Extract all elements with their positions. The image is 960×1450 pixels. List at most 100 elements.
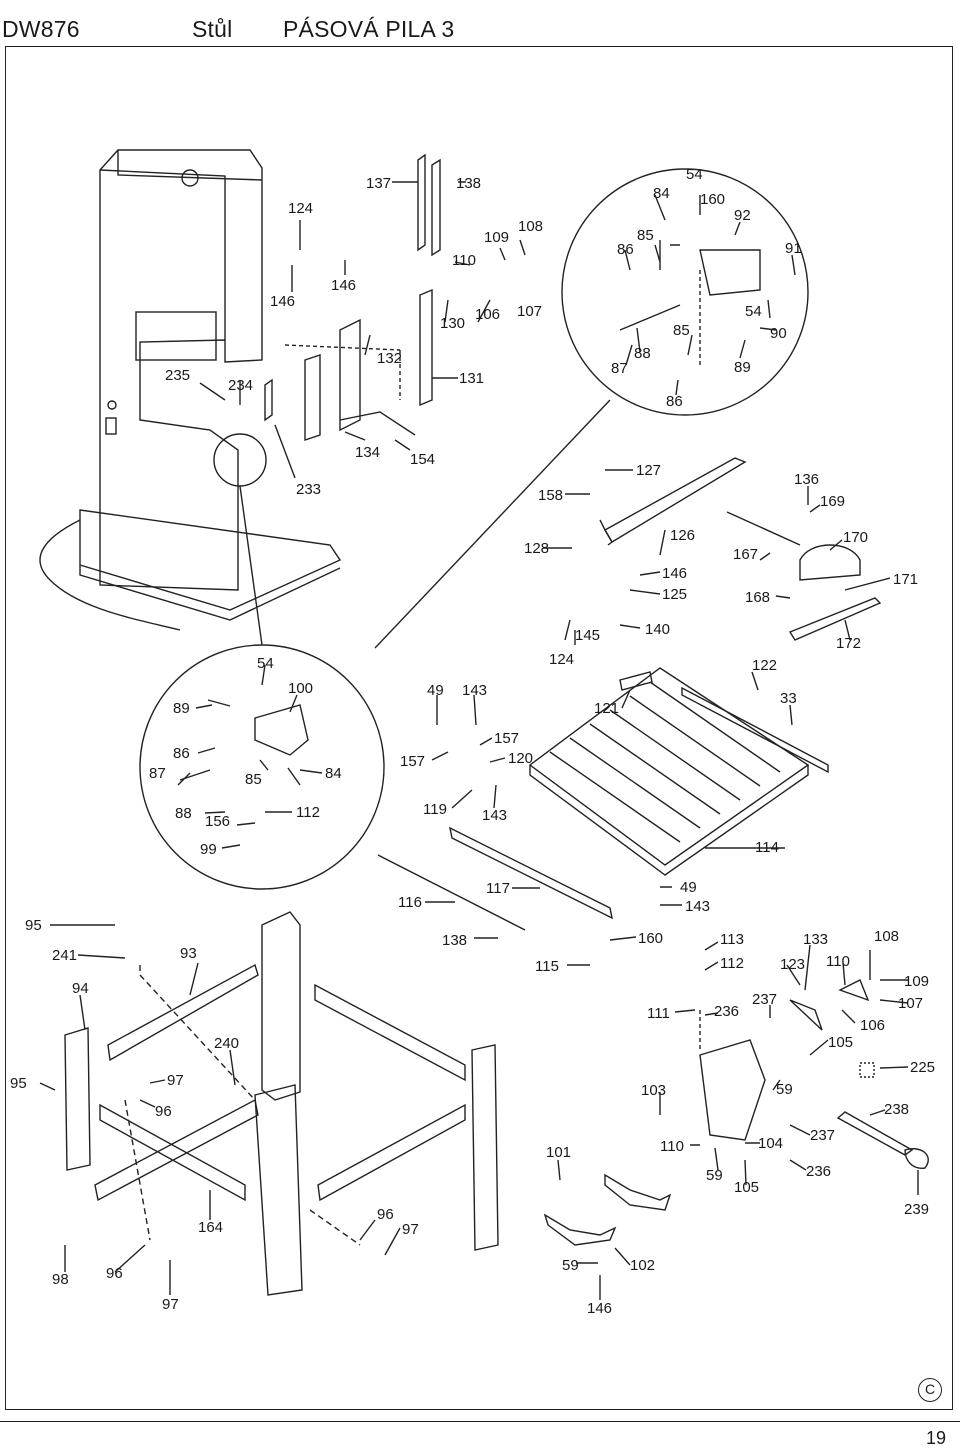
part-label: 109 — [484, 229, 509, 246]
part-label: 131 — [459, 370, 484, 387]
part-label: 127 — [636, 462, 661, 479]
part-label: 113 — [720, 931, 744, 948]
part-label: 102 — [630, 1257, 655, 1274]
part-label: 241 — [52, 947, 77, 964]
part-label: 86 — [617, 241, 634, 258]
footer-rule — [0, 1421, 960, 1422]
part-label: 110 — [826, 953, 850, 970]
part-label: 160 — [700, 191, 725, 208]
part-label: 96 — [106, 1265, 123, 1282]
part-label: 146 — [331, 277, 356, 294]
part-label: 107 — [898, 995, 923, 1012]
part-label: 59 — [562, 1257, 579, 1274]
part-label: 235 — [165, 367, 190, 384]
part-label: 114 — [755, 839, 779, 856]
part-label: 88 — [175, 805, 192, 822]
part-label: 169 — [820, 493, 845, 510]
part-label: 156 — [205, 813, 230, 830]
saw-table-drawing — [528, 667, 829, 876]
part-label: 106 — [860, 1017, 885, 1034]
part-label: 105 — [828, 1034, 853, 1051]
part-label: 87 — [149, 765, 166, 782]
part-label: 54 — [686, 166, 703, 183]
magnify-origin-circle — [213, 433, 267, 487]
part-label: 132 — [377, 350, 402, 367]
part-label: 237 — [752, 991, 777, 1008]
part-label: 130 — [440, 315, 465, 332]
part-label: 84 — [653, 185, 670, 202]
part-label: 157 — [400, 753, 425, 770]
part-label: 88 — [634, 345, 651, 362]
blade-guide-drawing — [264, 153, 441, 441]
part-label: 54 — [745, 303, 762, 320]
part-label: 143 — [462, 682, 487, 699]
part-label: 124 — [549, 651, 574, 668]
part-label: 95 — [25, 917, 42, 934]
part-label: 89 — [173, 700, 190, 717]
part-label: 160 — [638, 930, 663, 947]
part-label: 137 — [366, 175, 391, 192]
part-label: 172 — [836, 635, 861, 652]
part-label: 96 — [155, 1103, 172, 1120]
part-label: 122 — [752, 657, 777, 674]
part-label: 119 — [423, 801, 447, 818]
part-label: 154 — [410, 451, 435, 468]
model-number: DW876 — [2, 16, 80, 42]
part-label: 89 — [734, 359, 751, 376]
part-label: 164 — [198, 1219, 223, 1236]
detail-circle-upper — [561, 168, 809, 416]
diagram-title: PÁSOVÁ PILA 3 — [283, 16, 455, 42]
part-label: 168 — [745, 589, 770, 606]
part-label: 101 — [546, 1144, 571, 1161]
part-label: 134 — [355, 444, 380, 461]
part-label: 140 — [645, 621, 670, 638]
part-label: 233 — [296, 481, 321, 498]
part-label: 92 — [734, 207, 751, 224]
part-label: 236 — [806, 1163, 831, 1180]
part-label: 97 — [162, 1296, 179, 1313]
part-number-labels: 137 138 124 146 146 109 108 110 107 106 … — [10, 166, 935, 1317]
part-label: 85 — [673, 322, 690, 339]
part-label: 107 — [517, 303, 542, 320]
part-label: 85 — [637, 227, 654, 244]
part-label: 225 — [910, 1059, 935, 1076]
part-label: 94 — [72, 980, 89, 997]
part-label: 106 — [475, 306, 500, 323]
part-label: 84 — [325, 765, 342, 782]
part-label: 146 — [587, 1300, 612, 1317]
part-label: 99 — [200, 841, 217, 858]
part-label: 59 — [706, 1167, 723, 1184]
part-label: 100 — [288, 680, 313, 697]
part-label: 128 — [524, 540, 549, 557]
stand-drawing — [64, 911, 499, 1296]
part-label: 115 — [535, 958, 559, 975]
part-label: 133 — [803, 931, 828, 948]
part-label: 97 — [167, 1072, 184, 1089]
line-art — [39, 149, 929, 1300]
part-label: 138 — [442, 932, 467, 949]
part-label: 238 — [884, 1101, 909, 1118]
part-label: 110 — [660, 1138, 684, 1155]
part-label: 111 — [647, 1005, 670, 1022]
part-label: 98 — [52, 1271, 69, 1288]
part-label: 237 — [810, 1127, 835, 1144]
bandsaw-frame-drawing — [39, 149, 342, 631]
part-label: 117 — [486, 880, 510, 897]
part-label: 59 — [776, 1081, 793, 1098]
part-label: 112 — [720, 955, 744, 972]
part-label: 95 — [10, 1075, 27, 1092]
part-label: 234 — [228, 377, 253, 394]
part-label: 158 — [538, 487, 563, 504]
part-label: 171 — [893, 571, 918, 588]
part-label: 54 — [257, 655, 274, 672]
part-label: 108 — [874, 928, 899, 945]
diagram-frame — [5, 46, 953, 1410]
part-label: 136 — [794, 471, 819, 488]
part-label: 116 — [398, 894, 422, 911]
part-label: 143 — [482, 807, 507, 824]
part-label: 87 — [611, 360, 628, 377]
part-label: 157 — [494, 730, 519, 747]
part-label: 170 — [843, 529, 868, 546]
part-label: 96 — [377, 1206, 394, 1223]
